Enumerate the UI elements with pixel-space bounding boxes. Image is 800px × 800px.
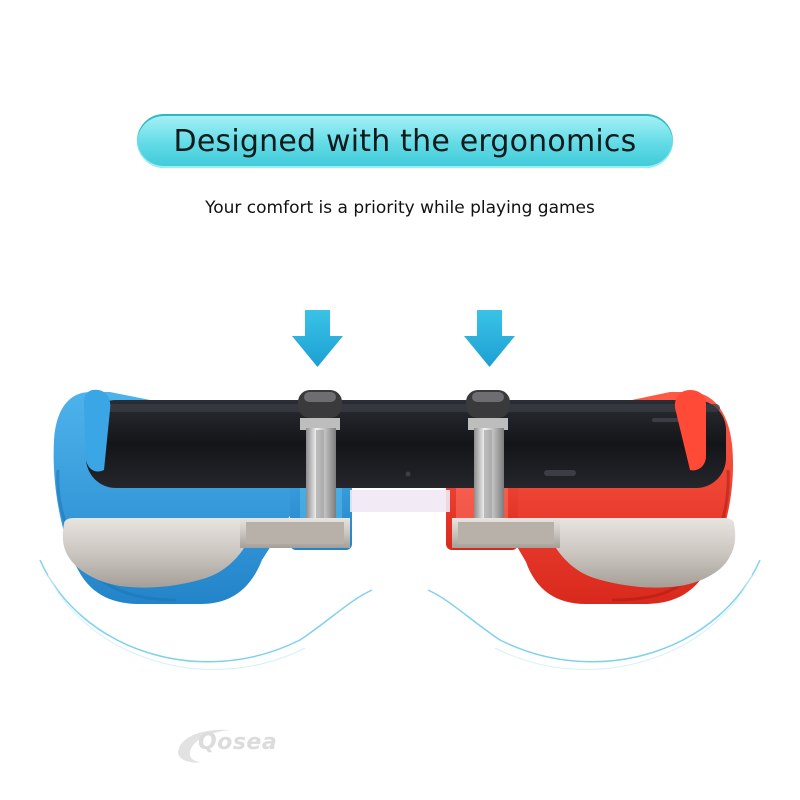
right-metal-trigger bbox=[452, 518, 736, 588]
brand-watermark: Qosea bbox=[170, 722, 300, 768]
smartphone bbox=[86, 400, 726, 488]
left-metal-trigger bbox=[62, 518, 350, 588]
decorative-swoosh bbox=[39, 559, 761, 663]
subtitle-text: Your comfort is a priority while playing… bbox=[205, 198, 595, 218]
headline-banner: Designed with the ergonomics bbox=[137, 114, 673, 168]
right-trigger-post bbox=[466, 390, 510, 520]
watermark-text: Qosea bbox=[198, 730, 278, 755]
left-trigger-post bbox=[298, 390, 342, 520]
watermark-swoosh-icon bbox=[178, 729, 230, 763]
arrow-down-icon bbox=[464, 310, 515, 367]
arrow-down-icon bbox=[292, 310, 343, 367]
headline-text: Designed with the ergonomics bbox=[173, 123, 637, 159]
